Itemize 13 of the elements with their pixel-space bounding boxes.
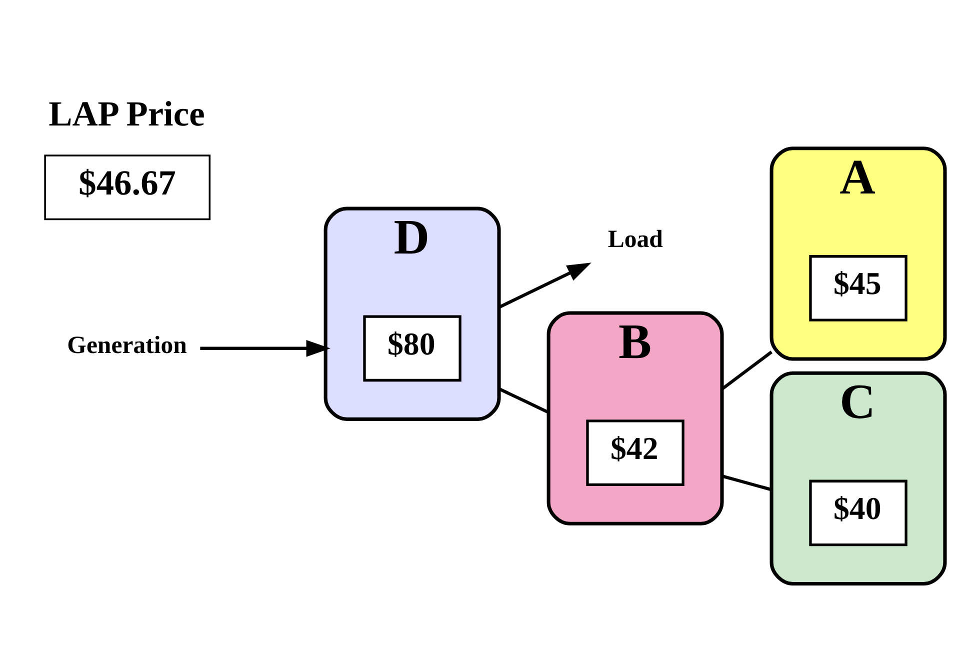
connector xyxy=(498,386,550,414)
node-box: $80 xyxy=(363,314,462,382)
connector xyxy=(721,350,772,390)
node-box: $46.67 xyxy=(44,154,211,220)
node-box: $45 xyxy=(809,254,908,321)
node-text: Generation xyxy=(67,332,187,359)
node-box: $40 xyxy=(809,479,908,546)
node-text: Load xyxy=(608,225,663,252)
node-box: $42 xyxy=(586,419,684,486)
arrow xyxy=(498,262,592,308)
connector xyxy=(722,474,772,491)
arrow xyxy=(200,339,330,356)
node-label: LAP Price xyxy=(48,92,205,133)
